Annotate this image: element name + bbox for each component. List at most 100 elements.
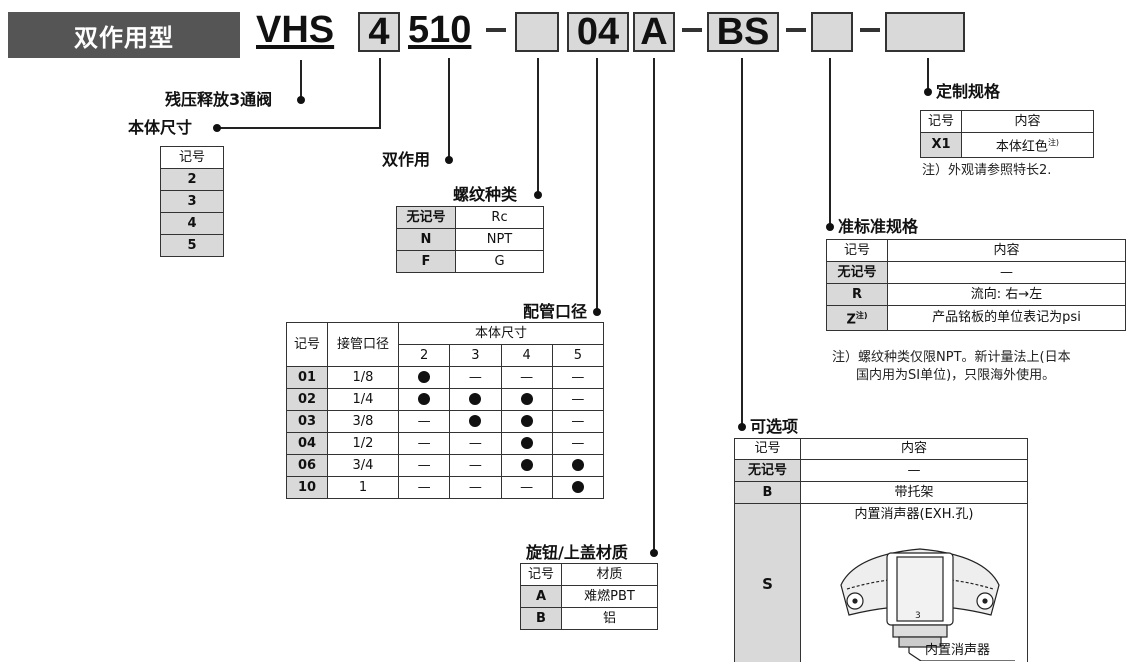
- table-header: 本体尺寸: [398, 322, 604, 345]
- type-badge: 双作用型: [8, 12, 240, 58]
- code-box-body-size: 4: [358, 12, 400, 52]
- figure-mark: 3: [915, 611, 921, 621]
- table-cell: X1: [920, 131, 962, 159]
- body-size-table: 记号 2 3 4 5: [160, 146, 224, 257]
- table-cell: 1/8: [327, 366, 399, 389]
- table-cell: 内置消声器(EXH.孔): [854, 507, 974, 522]
- table-cell: G: [455, 250, 544, 273]
- table-cell: —: [887, 261, 1126, 284]
- table-cell: —: [449, 366, 502, 389]
- table-cell: Rc: [455, 206, 544, 229]
- table-cell: —: [397, 454, 451, 477]
- table-cell: [397, 388, 451, 411]
- table-cell: 03: [286, 410, 328, 433]
- table-header: 5: [551, 344, 605, 367]
- table-header: 记号: [520, 563, 562, 586]
- table-cell: [500, 432, 553, 455]
- available-dot: [418, 371, 431, 383]
- table-cell: 04: [286, 432, 328, 455]
- table-header: 3: [449, 344, 502, 367]
- table-cell: [449, 410, 502, 433]
- label-residual: 残压释放3通阀: [165, 90, 273, 109]
- table-cell: S: [735, 504, 801, 662]
- options-table: 记号 内容 无记号 — B 带托架 S 内置消声器(EXH.孔) 3 内置消声: [734, 438, 1028, 662]
- code-dash: [486, 28, 506, 32]
- table-header: 材质: [561, 563, 658, 586]
- table-cell: B: [735, 482, 801, 504]
- code-box-port: 04: [567, 12, 629, 52]
- table-header: 内容: [887, 239, 1126, 262]
- table-cell: [500, 454, 553, 477]
- table-cell: —: [449, 432, 502, 455]
- table-header: 2: [397, 344, 451, 367]
- table-cell: 3/8: [327, 410, 399, 433]
- table-cell: [500, 410, 553, 433]
- table-cell: 铝: [561, 607, 658, 630]
- note-marker: 注): [855, 311, 868, 320]
- table-cell: NPT: [455, 228, 544, 251]
- table-cell: —: [449, 476, 502, 499]
- available-dot: [571, 459, 584, 471]
- label-thread: 螺纹种类: [453, 185, 518, 204]
- table-header: 4: [500, 344, 553, 367]
- table-cell: —: [397, 410, 451, 433]
- model-series: 510: [408, 9, 472, 51]
- table-cell: 带托架: [801, 482, 1027, 504]
- model-prefix: VHS: [256, 9, 335, 51]
- table-cell: 5: [160, 234, 224, 257]
- label-custom: 定制规格: [936, 82, 1001, 101]
- table-cell: 4: [160, 212, 224, 235]
- silencer-figure: 3: [840, 548, 1015, 661]
- table-cell: 1/2: [327, 432, 399, 455]
- code-box-thread: [515, 12, 559, 52]
- table-cell: 无记号: [735, 460, 801, 482]
- available-dot: [571, 481, 584, 493]
- table-header: 记号: [735, 439, 801, 460]
- table-cell: —: [500, 476, 553, 499]
- table-header: 记号: [920, 110, 962, 133]
- table-cell: 1/4: [327, 388, 399, 411]
- table-cell: 2: [160, 168, 224, 191]
- available-dot: [469, 393, 482, 405]
- standard-note-1: 注）螺纹种类仅限NPT。新计量法上(日本: [832, 350, 1071, 365]
- available-dot: [418, 393, 431, 405]
- table-cell: R: [826, 283, 888, 306]
- table-cell: 1: [327, 476, 399, 499]
- table-cell: [551, 454, 605, 477]
- code-box-standard: [811, 12, 853, 52]
- table-cell: 3: [160, 190, 224, 213]
- table-cell: 06: [286, 454, 328, 477]
- table-cell: 10: [286, 476, 328, 499]
- table-cell: —: [449, 454, 502, 477]
- code-box-custom: [885, 12, 965, 52]
- table-header: 记号: [826, 239, 888, 262]
- table-cell: A: [520, 585, 562, 608]
- table-cell: 无记号: [396, 206, 456, 229]
- table-header: 接管口径: [327, 322, 399, 367]
- content-text: 本体红色: [995, 139, 1048, 155]
- available-dot: [520, 393, 533, 405]
- table-cell: [551, 476, 605, 499]
- table-cell: 本体红色注): [961, 131, 1094, 159]
- table-cell: F: [396, 250, 456, 273]
- available-dot: [520, 415, 533, 427]
- table-cell: 难燃PBT: [561, 585, 658, 608]
- table-header: 记号: [160, 146, 224, 169]
- table-cell: [449, 388, 502, 411]
- label-standard: 准标准规格: [838, 217, 919, 236]
- table-cell: Z注): [826, 304, 888, 332]
- code-text: Z: [846, 312, 856, 328]
- table-cell: —: [397, 432, 451, 455]
- custom-note: 注）外观请参照特长2.: [922, 163, 1052, 178]
- table-cell: 02: [286, 388, 328, 411]
- table-cell: —: [551, 388, 605, 411]
